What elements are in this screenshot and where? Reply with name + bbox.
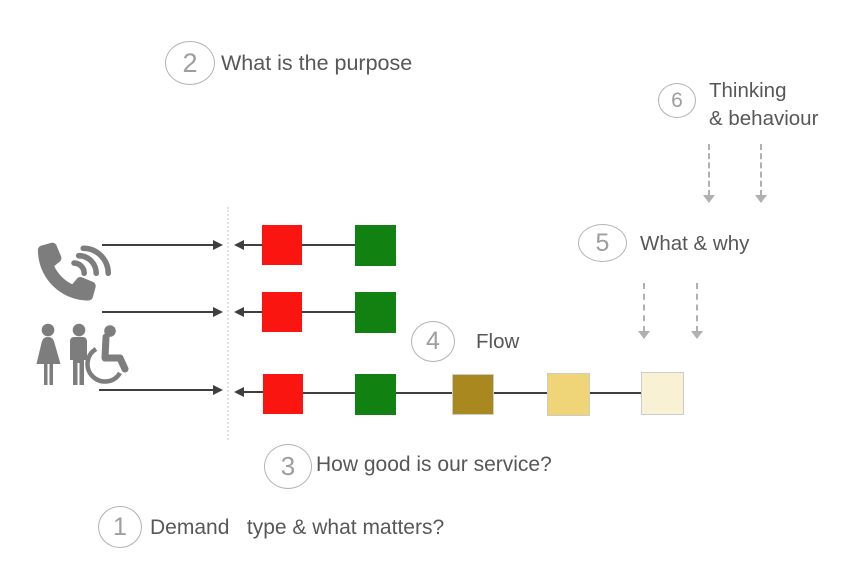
dashed-down-arrow-step5-left — [638, 283, 651, 339]
flow-connector-row3-b — [396, 392, 452, 394]
flow-square-pale-gold-row3 — [641, 372, 684, 415]
step-4-label: Flow — [476, 330, 520, 353]
step-6-label-line1: Thinking — [709, 79, 787, 102]
step-1-number-circle: 1 — [98, 506, 142, 548]
step-3-label: How good is our service? — [316, 453, 552, 476]
flow-connector-row2 — [302, 311, 355, 313]
flow-square-dark-gold-row3 — [452, 374, 494, 415]
step-6-label-line2: & behaviour — [709, 107, 819, 130]
step-2-label: What is the purpose — [221, 51, 413, 75]
step-5-number-circle: 5 — [578, 224, 627, 262]
demand-arrow-row1 — [102, 240, 223, 250]
customer-group-icon — [33, 323, 129, 386]
woman-icon — [36, 323, 61, 385]
flow-square-green-row1 — [355, 225, 396, 266]
flow-connector-row3-a — [303, 392, 355, 394]
dashed-down-arrow-step5-right — [691, 283, 704, 339]
step-1-label: Demand type & what matters? — [150, 516, 445, 539]
flow-square-green-row2 — [355, 292, 396, 333]
dashed-down-arrow-step6-left — [703, 144, 716, 203]
flow-square-red-row3 — [263, 374, 303, 414]
service-boundary-dotted-line — [227, 207, 229, 440]
step-3-number-circle: 3 — [264, 444, 312, 489]
response-arrow-row1 — [234, 240, 262, 250]
wheelchair-user-icon — [85, 325, 129, 384]
phone-icon — [37, 227, 111, 301]
flow-square-green-row3 — [355, 374, 396, 415]
flow-square-red-row2 — [262, 292, 302, 332]
step-6-number-circle: 6 — [658, 83, 696, 118]
flow-connector-row3-d — [590, 392, 641, 394]
step-4-number-circle: 4 — [411, 321, 455, 362]
step-5-label: What & why — [640, 232, 750, 255]
flow-square-red-row1 — [262, 225, 302, 265]
response-arrow-row3 — [234, 387, 263, 397]
step-2-number-circle: 2 — [165, 41, 215, 85]
flow-square-medium-gold-row3 — [547, 373, 590, 416]
man-icon — [70, 323, 87, 385]
demand-arrow-row3 — [99, 385, 223, 395]
step-6-label: Thinking & behaviour — [709, 77, 818, 133]
dashed-down-arrow-step6-right — [755, 144, 768, 203]
demand-arrow-row2 — [102, 307, 223, 317]
flow-connector-row3-c — [494, 392, 547, 394]
response-arrow-row2 — [234, 307, 262, 317]
flow-connector-row1 — [302, 244, 355, 246]
